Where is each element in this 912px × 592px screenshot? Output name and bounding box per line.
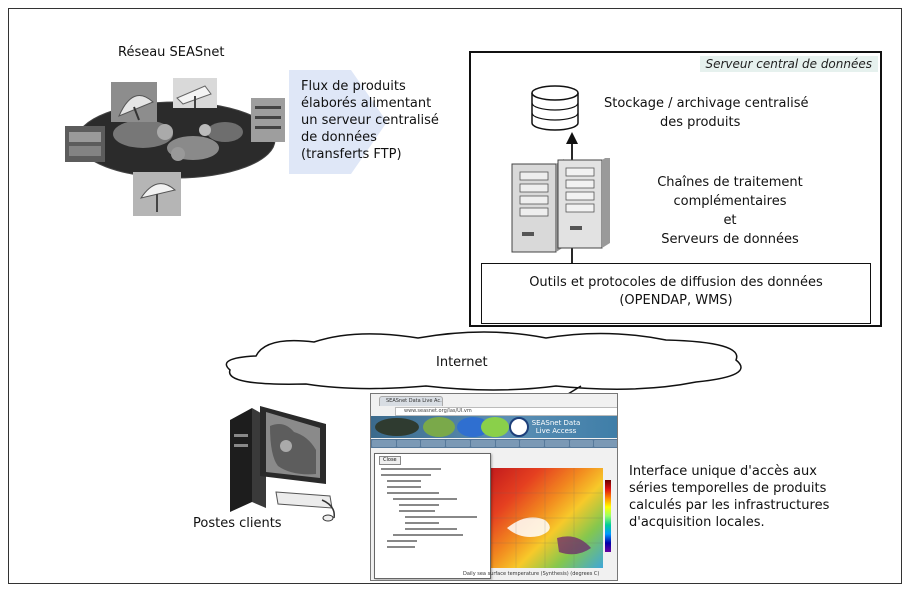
color-legend-bar	[605, 480, 611, 552]
tools-protocols-box: Outils et protocoles de diffusion des do…	[481, 263, 871, 324]
dropdown-close-button[interactable]: Close	[379, 456, 401, 465]
las-browser-window: SEASnet Data Live Ac… www.seasnet.org/la…	[370, 393, 618, 581]
las-navbar	[371, 439, 617, 448]
interface-text: Interface unique d'accès aux séries temp…	[629, 464, 830, 530]
browser-tab[interactable]: SEASnet Data Live Ac…	[379, 396, 443, 406]
las-banner-title: SEASnet Data Live Access	[531, 419, 581, 435]
flux-arrow-bubble	[289, 70, 387, 174]
server-tower-icon	[511, 158, 610, 253]
browser-url-bar[interactable]: www.seasnet.org/las/UI.vm	[395, 407, 617, 416]
database-cylinder-icon	[531, 85, 579, 131]
clients-label: Postes clients	[193, 516, 282, 531]
internet-label: Internet	[436, 355, 488, 370]
banner-images	[375, 417, 529, 437]
diagram-frame	[8, 8, 902, 584]
satellite-antenna-photo	[65, 78, 285, 216]
dataset-dropdown[interactable]: Close	[374, 453, 491, 579]
flux-text: Flux de produits élaborés alimentant un …	[301, 79, 439, 162]
map-caption: Daily sea surface temperature (Synthesis…	[463, 571, 600, 577]
chains-text: Chaînes de traitement complémentaires et…	[657, 175, 803, 247]
map-overlay	[487, 468, 603, 568]
storage-text: Stockage / archivage centralisé des prod…	[604, 96, 809, 130]
dataset-tree	[381, 468, 477, 548]
seasnet-title: Réseau SEASnet	[118, 45, 225, 60]
desktop-computer-icon	[230, 406, 335, 522]
server-header: Serveur central de données	[699, 56, 878, 72]
internet-cloud	[225, 331, 742, 394]
